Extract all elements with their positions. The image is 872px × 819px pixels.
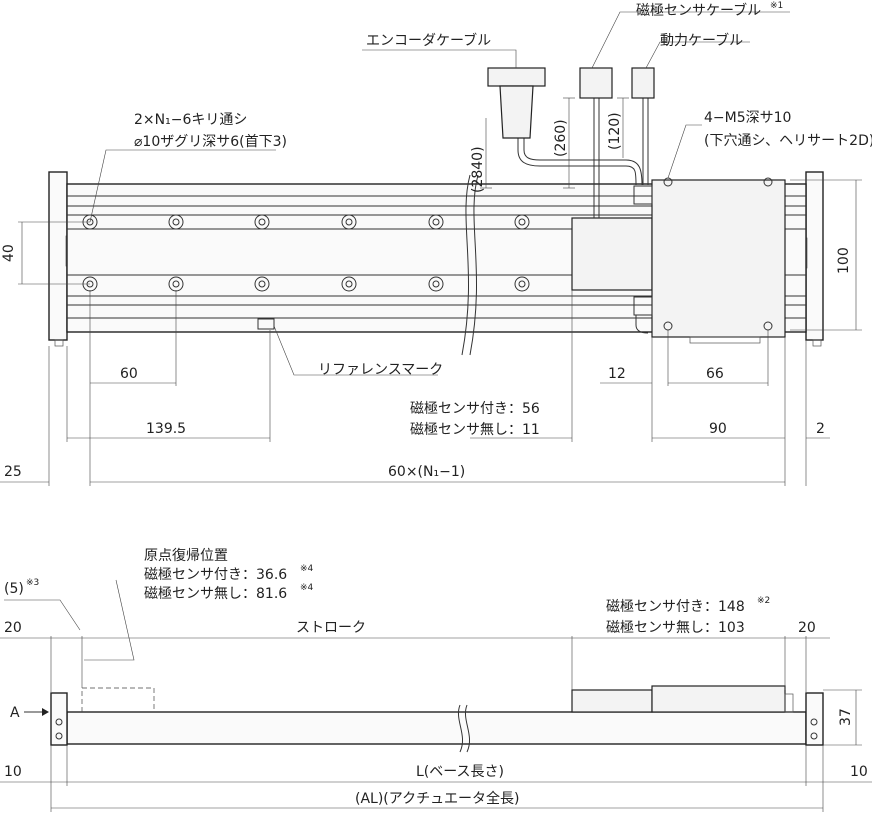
label-base-length: L(ベース長さ) bbox=[416, 764, 504, 780]
note-origin-without: ※4 bbox=[300, 583, 314, 593]
dim-66: 66 bbox=[706, 366, 724, 382]
label-origin-title: 原点復帰位置 bbox=[144, 547, 228, 564]
dim-20-right: 20 bbox=[798, 620, 816, 636]
side-base bbox=[66, 711, 807, 745]
label-tap-spec-line1: 4−M5深サ10 bbox=[704, 110, 791, 126]
mount-holes-bottom-row bbox=[82, 276, 530, 292]
label-cable-len-120: (120) bbox=[607, 112, 623, 150]
label-tap-spec-line2: (下穴通シ、ヘリサート2D) bbox=[704, 133, 872, 149]
note-magnetic-sensor-cable: ※1 bbox=[770, 1, 783, 11]
dim-10-right: 10 bbox=[850, 764, 868, 780]
dim-10-left: 10 bbox=[4, 764, 22, 780]
label-cable-len-2840: (2840) bbox=[470, 146, 486, 193]
dim-37: 37 bbox=[838, 708, 854, 726]
encoder-cable-line bbox=[517, 138, 637, 186]
label-power-cable: 動力ケーブル bbox=[660, 32, 743, 49]
note-slider-with: ※2 bbox=[757, 596, 770, 606]
label-origin-with: 磁極センサ付き：36.6 bbox=[144, 567, 287, 583]
sensor-connector bbox=[579, 67, 613, 99]
power-connector bbox=[631, 67, 655, 99]
label-hole-spec-line2: ⌀10ザグリ深サ6(首下3) bbox=[134, 134, 287, 150]
slider-body bbox=[571, 217, 653, 291]
note-origin-with: ※4 bbox=[300, 564, 314, 574]
dim-pitch: 60×(N₁−1) bbox=[388, 464, 465, 480]
label-hole-spec-line1: 2×N₁−6キリ通シ bbox=[134, 112, 247, 128]
dim-5: (5) bbox=[4, 581, 24, 597]
dim-139-5: 139.5 bbox=[146, 421, 186, 437]
dim-20-left: 20 bbox=[4, 620, 22, 636]
dim-12: 12 bbox=[608, 366, 626, 382]
origin-position-outline bbox=[81, 687, 155, 712]
label-cable-len-260: (260) bbox=[553, 119, 569, 157]
dim-25: 25 bbox=[4, 464, 22, 480]
break-line bbox=[461, 174, 471, 356]
top-view: (2840) (260) (120) エンコーダケーブル 磁極センサケーブル ※… bbox=[0, 1, 872, 486]
left-end-plate bbox=[48, 171, 68, 341]
label-slider-with: 磁極センサ付き：148 bbox=[606, 599, 745, 615]
dim-2: 2 bbox=[816, 421, 825, 437]
side-slider-table bbox=[651, 685, 786, 713]
label-actuator-length: (AL)(アクチュエータ全長) bbox=[355, 790, 520, 807]
label-sensor-without-11: 磁極センサ無し：11 bbox=[410, 422, 540, 438]
label-magnetic-sensor-cable: 磁極センサケーブル bbox=[636, 2, 761, 19]
dim-90: 90 bbox=[709, 421, 727, 437]
dim-40: 40 bbox=[1, 244, 17, 262]
label-sensor-with-56: 磁極センサ付き：56 bbox=[410, 401, 540, 417]
side-slider-body bbox=[571, 689, 653, 713]
label-arrow-a: A bbox=[10, 705, 20, 721]
right-end-plate bbox=[805, 171, 824, 341]
note-dim-5: ※3 bbox=[26, 578, 39, 588]
label-slider-without: 磁極センサ無し：103 bbox=[606, 620, 745, 636]
slider-table bbox=[651, 179, 786, 338]
mount-holes-top-row bbox=[82, 214, 530, 230]
reference-mark-icon bbox=[257, 318, 275, 330]
dim-60: 60 bbox=[120, 366, 138, 382]
dim-100: 100 bbox=[836, 247, 852, 274]
encoder-connector bbox=[487, 67, 546, 87]
side-view: 原点復帰位置 磁極センサ付き：36.6 ※4 磁極センサ無し：81.6 ※4 (… bbox=[0, 547, 872, 812]
label-encoder-cable: エンコーダケーブル bbox=[366, 32, 491, 49]
label-origin-without: 磁極センサ無し：81.6 bbox=[144, 586, 287, 602]
label-stroke: ストローク bbox=[296, 620, 366, 636]
label-reference-mark: リファレンスマーク bbox=[318, 362, 443, 378]
